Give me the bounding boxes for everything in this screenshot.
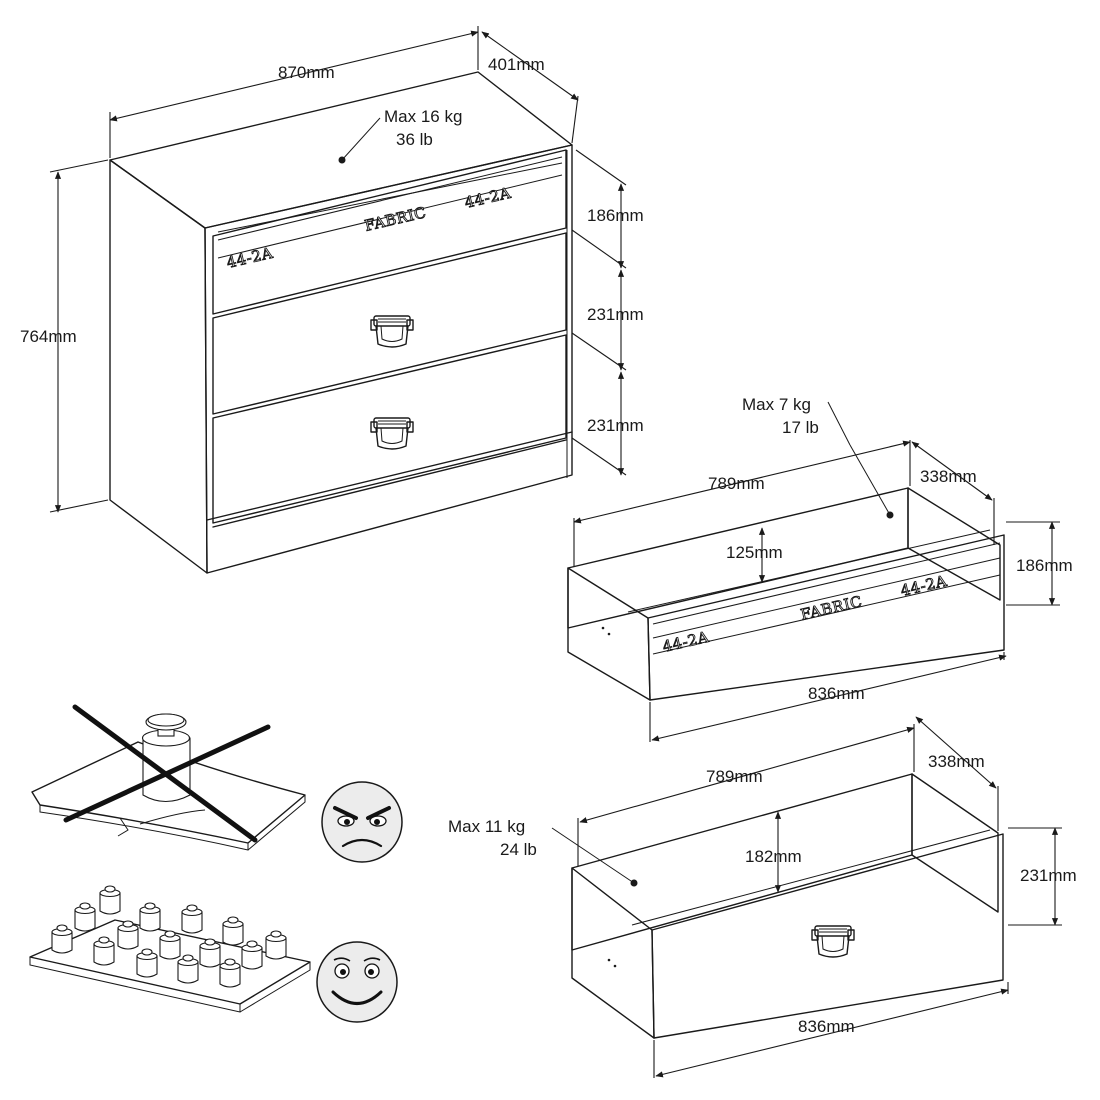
chest-drawer1-height: 186mm (587, 206, 644, 225)
bottom-drawer-box: Max 11 kg 24 lb 789mm 338mm 182mm 231mm … (448, 716, 1077, 1078)
bottom-drawer-load-kg: Max 11 kg (448, 817, 525, 836)
small-weight-icon (199, 938, 221, 968)
smiling-face-icon (316, 941, 398, 1023)
chest-brand-right: 44-2A (463, 184, 513, 212)
chest-front (204, 144, 573, 574)
small-weight-icon (177, 954, 199, 984)
top-drawer-load-kg: Max 7 kg (742, 395, 811, 414)
small-weight-icon (93, 936, 115, 966)
small-weight-icon (159, 930, 181, 960)
small-weight-icon (222, 916, 244, 946)
top-drawer-inner-width: 789mm (708, 474, 765, 493)
chest-left-side (109, 159, 208, 574)
small-weight-icon (136, 948, 158, 978)
bottom-drawer-depth: 338mm (928, 752, 985, 771)
chest-drawer2-height: 231mm (587, 305, 644, 324)
chest-depth-label: 401mm (488, 55, 545, 74)
top-drawer-front (647, 534, 1005, 701)
small-weight-icon (51, 924, 73, 954)
small-weight-icon (99, 885, 121, 915)
top-drawer-inner-height: 125mm (726, 543, 783, 562)
distributed-load-ok (29, 885, 398, 1023)
angry-face-icon (321, 781, 403, 863)
chest-brand-left: 44-2A (225, 244, 275, 272)
top-drawer-load-lb: 17 lb (782, 418, 819, 437)
chest-drawer-3-handle-icon (370, 417, 414, 450)
small-weight-icon (241, 940, 263, 970)
bottom-drawer-handle-icon (811, 925, 855, 958)
chest-drawer-1 (212, 149, 567, 315)
chest-drawer-3 (212, 334, 567, 524)
bottom-drawer-front-width: 836mm (798, 1017, 855, 1036)
bottom-drawer-inner-height: 182mm (745, 847, 802, 866)
top-drawer-box: 44-2A FABRIC 44-2A Max 7 kg 17 lb 789mm … (567, 395, 1073, 742)
chest-of-drawers: 44-2A FABRIC 44-2A Max 16 kg 36 lb 870mm… (20, 26, 644, 574)
small-weight-icon (181, 904, 203, 934)
small-weight-icon (219, 958, 241, 988)
bottom-drawer-inner-width: 789mm (706, 767, 763, 786)
small-weight-icon (117, 920, 139, 950)
bottom-drawer-front-height: 231mm (1020, 866, 1077, 885)
small-weight-icon (139, 902, 161, 932)
top-drawer-brand-left: 44-2A (661, 628, 711, 656)
top-drawer-depth: 338mm (920, 467, 977, 486)
top-drawer-front-width: 836mm (808, 684, 865, 703)
top-drawer-front-height: 186mm (1016, 556, 1073, 575)
chest-load-kg: Max 16 kg (384, 107, 462, 126)
chest-width-label: 870mm (278, 63, 335, 82)
chest-drawer-2-handle-icon (370, 315, 414, 348)
chest-height-label: 764mm (20, 327, 77, 346)
bottom-drawer-front (651, 833, 1004, 1039)
chest-drawer3-height: 231mm (587, 416, 644, 435)
top-drawer-brand-right: 44-2A (899, 572, 949, 600)
small-weights-icon (51, 885, 287, 988)
chest-brand-center: FABRIC (363, 203, 428, 235)
concentrated-load-warning (31, 704, 403, 863)
chest-load-lb: 36 lb (396, 130, 433, 149)
bottom-drawer-load-lb: 24 lb (500, 840, 537, 859)
small-weight-icon (265, 930, 287, 960)
chest-drawer-2 (212, 232, 567, 415)
small-weight-icon (74, 902, 96, 932)
